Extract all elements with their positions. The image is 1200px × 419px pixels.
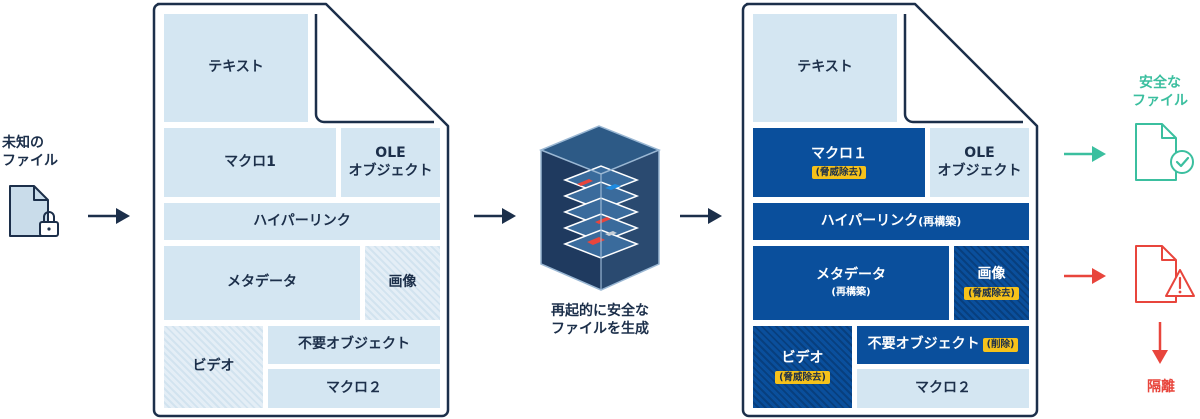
rebuilt-note: (再構築) xyxy=(831,287,871,298)
safe-block-text: テキスト xyxy=(753,14,897,122)
block-macro2: マクロ２ xyxy=(268,369,440,408)
block-text: テキスト xyxy=(164,14,308,122)
block-metadata: メタデータ xyxy=(164,246,360,320)
deleted-badge: (削除) xyxy=(982,338,1019,352)
page-fold-icon xyxy=(903,14,1023,124)
safe-block-image: 画像 (脅威除去) xyxy=(954,246,1029,320)
arrow-right-icon xyxy=(1064,146,1106,162)
quarantine-label: 隔離 xyxy=(1147,379,1175,395)
block-video: ビデオ xyxy=(164,326,263,408)
block-ole-object: OLE オブジェクト xyxy=(341,128,440,197)
block-macro1: マクロ1 xyxy=(164,128,336,197)
process-label: 再起的に安全な ファイルを生成 xyxy=(551,303,649,338)
check-document-icon xyxy=(1135,123,1194,181)
arrow-right-icon xyxy=(680,208,722,224)
arrow-right-icon xyxy=(1064,268,1106,284)
locked-document-icon xyxy=(9,185,59,237)
safe-block-ole-object: OLE オブジェクト xyxy=(930,128,1029,197)
unknown-file-label: 未知の ファイル xyxy=(2,135,58,170)
safe-block-macro2: マクロ２ xyxy=(857,369,1029,408)
safe-file-label: 安全な ファイル xyxy=(1132,75,1188,110)
safe-block-video: ビデオ (脅威除去) xyxy=(753,326,852,408)
block-unneeded-object: 不要オブジェクト xyxy=(268,326,440,364)
block-hyperlink: ハイパーリンク xyxy=(164,203,440,240)
safe-block-hyperlink: ハイパーリンク(再構築) xyxy=(753,203,1029,240)
layered-cube-icon xyxy=(539,125,661,291)
arrow-down-icon xyxy=(1152,322,1168,364)
warning-document-icon xyxy=(1135,245,1195,303)
safe-block-unneeded-object: 不要オブジェクト(削除) xyxy=(857,326,1029,364)
threat-removed-badge: (脅威除去) xyxy=(964,286,1019,300)
arrow-right-icon xyxy=(474,208,516,224)
page-fold-icon xyxy=(314,14,434,124)
arrow-right-icon xyxy=(88,208,130,224)
block-image: 画像 xyxy=(365,246,440,320)
safe-block-macro1: マクロ１ (脅威除去) xyxy=(753,128,925,197)
rebuilt-note: (再構築) xyxy=(918,214,962,228)
threat-removed-badge: (脅威除去) xyxy=(775,370,830,384)
threat-removed-badge: (脅威除去) xyxy=(811,166,867,180)
safe-block-metadata: メタデータ (再構築) xyxy=(753,246,949,320)
